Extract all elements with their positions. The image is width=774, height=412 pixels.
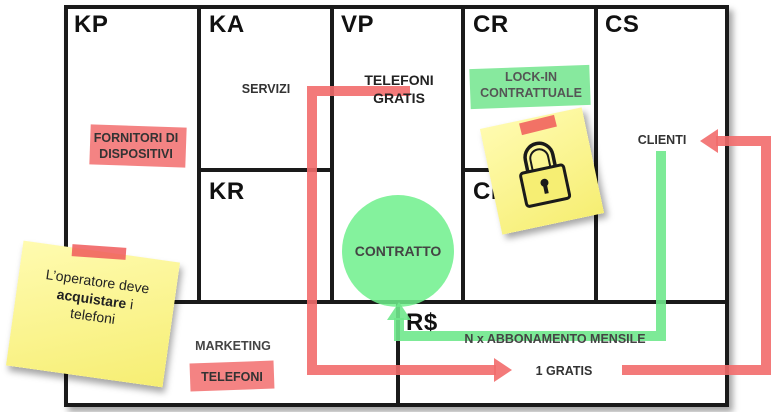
- label-lockin: LOCK-IN CONTRATTUALE: [466, 70, 596, 101]
- red-return-arrow: [622, 136, 771, 375]
- contratto-circle: [342, 195, 454, 307]
- block-revenue-streams: R$: [406, 309, 438, 336]
- divider-kp-ka: [197, 5, 201, 304]
- block-value-proposition: VP: [341, 11, 375, 38]
- lock-sticky-note: [479, 107, 605, 235]
- block-key-partners: KP: [74, 11, 109, 38]
- label-fornitori: FORNITORI DI DISPOSITIVI: [80, 131, 192, 162]
- label-abbonamento: N x ABBONAMENTO MENSILE: [464, 332, 646, 346]
- operator-note-rest: i: [125, 295, 135, 312]
- block-customer-segments: CS: [605, 11, 640, 38]
- label-telefoni-gratis: TELEFONI GRATIS: [346, 72, 452, 107]
- label-contratto: CONTRATTO: [354, 243, 442, 259]
- green-arrowhead-contratto: [387, 302, 411, 320]
- green-flow-arrow: [394, 151, 666, 341]
- red-arrowhead-clienti: [700, 129, 718, 153]
- label-clienti: CLIENTI: [637, 133, 687, 147]
- divider-cr-cs: [594, 5, 598, 304]
- red-flow-arrow: [307, 86, 496, 375]
- operator-note-text: L’operatore deve acquistare i telefoni: [19, 263, 171, 335]
- label-telefoni-line1: TELEFONI: [364, 72, 434, 88]
- label-lockin-line1: LOCK-IN: [504, 70, 558, 84]
- divider-vp-cr: [461, 5, 465, 304]
- label-telefoni-line2: GRATIS: [373, 89, 425, 106]
- block-key-activities: KA: [209, 11, 245, 38]
- label-fornitori-line1: FORNITORI DI: [93, 131, 179, 145]
- label-fornitori-line2: DISPOSITIVI: [99, 146, 173, 161]
- block-customer-relationships: CR: [473, 11, 509, 38]
- padlock-icon: [519, 141, 572, 208]
- label-servizi: SERVIZI: [241, 82, 291, 96]
- divider-cost-revenue: [396, 302, 400, 407]
- block-key-resources: KR: [209, 178, 245, 205]
- label-lockin-line2: CONTRATTUALE: [480, 85, 582, 100]
- divider-ka-kr: [199, 168, 332, 172]
- label-1-gratis: 1 GRATIS: [535, 364, 593, 378]
- label-telefoni-cost: TELEFONI: [201, 370, 263, 384]
- red-arrowhead-gratis: [494, 358, 512, 382]
- operator-sticky-note: L’operatore deve acquistare i telefoni: [6, 240, 180, 388]
- label-marketing: MARKETING: [195, 339, 271, 353]
- divider-ka-vp: [330, 5, 334, 304]
